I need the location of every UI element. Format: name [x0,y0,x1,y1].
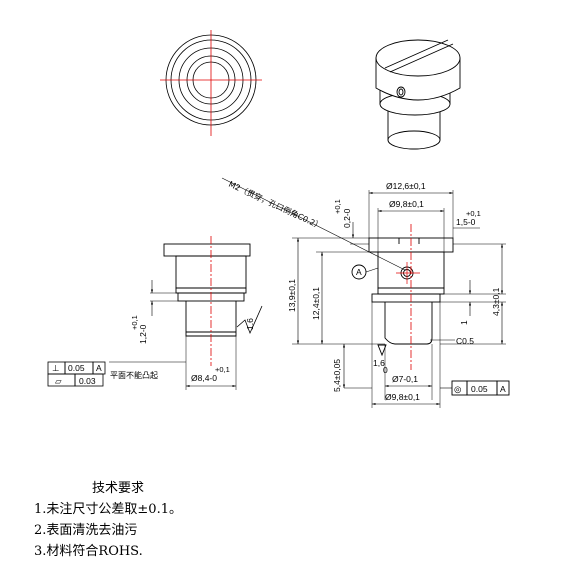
height-54: 5,4±0,05 [332,359,342,392]
dia-inner: Ø9,8±0,1 [389,199,424,209]
dia-7: Ø7-0,1 [392,374,418,384]
height-43: 4,3±0,1 [491,287,501,316]
chamfer-note: C0.5 [456,336,474,346]
left-roughness: 1.6 [245,318,255,330]
slot-depth: 1,5-0 [456,217,476,227]
left-section-view [109,236,263,390]
right-roughness-sub: 0 [383,365,388,375]
flat-note: 平面不能凸起 [110,370,158,380]
gdt-concentricity-icon: ◎ [454,384,462,394]
gdt-row1-datum: A [96,363,102,373]
note-item: 1.未注尺寸公差取±0.1。 [34,502,182,517]
height-12: 12,4±0,1 [311,287,321,320]
right-roughness: 1,6 [373,358,385,368]
m2-callout: M2（贯穿，孔口倒角C0.2） [227,179,324,231]
gdt-right-datum: A [500,384,506,394]
left-gdt-frame [47,361,106,387]
left-dia-tol: +0,1 [215,365,230,374]
left-dia-label: Ø8,4-0 [191,373,217,383]
notes-title: 技术要求 [92,481,145,496]
dia-bottom: Ø9,8±0,1 [385,392,420,402]
note-item: 2.表面清洗去油污 [34,523,138,538]
gdt-right-value: 0.05 [471,384,488,394]
isometric-view [375,39,461,150]
dim-h1: 0,2-0 [342,208,352,228]
end-view [160,30,262,136]
left-height-tol-lower: 1,2-0 [138,324,148,344]
left-height-tol-upper: +0,1 [130,315,139,330]
technical-requirements: 技术要求 1.未注尺寸公差取±0.1。 2.表面清洗去油污 3.材料符合ROHS… [34,478,434,562]
datum-a: A [356,267,362,277]
groove-width: 1 [459,320,469,325]
gdt-row1-value: 0.05 [68,363,85,373]
gdt-row2-value: 0.03 [79,376,96,386]
total-height: 13,9±0,1 [287,279,297,312]
gdt-flatness-icon: ▱ [55,376,62,386]
gdt-perpendicularity-icon: ⊥ [52,363,60,373]
dia-top: Ø12,6±0,1 [386,181,426,191]
slot-depth-tol: +0,1 [466,209,481,218]
right-section-view [221,177,510,408]
note-item: 3.材料符合ROHS. [34,544,143,559]
dim-h1-tol: +0,1 [333,199,342,214]
